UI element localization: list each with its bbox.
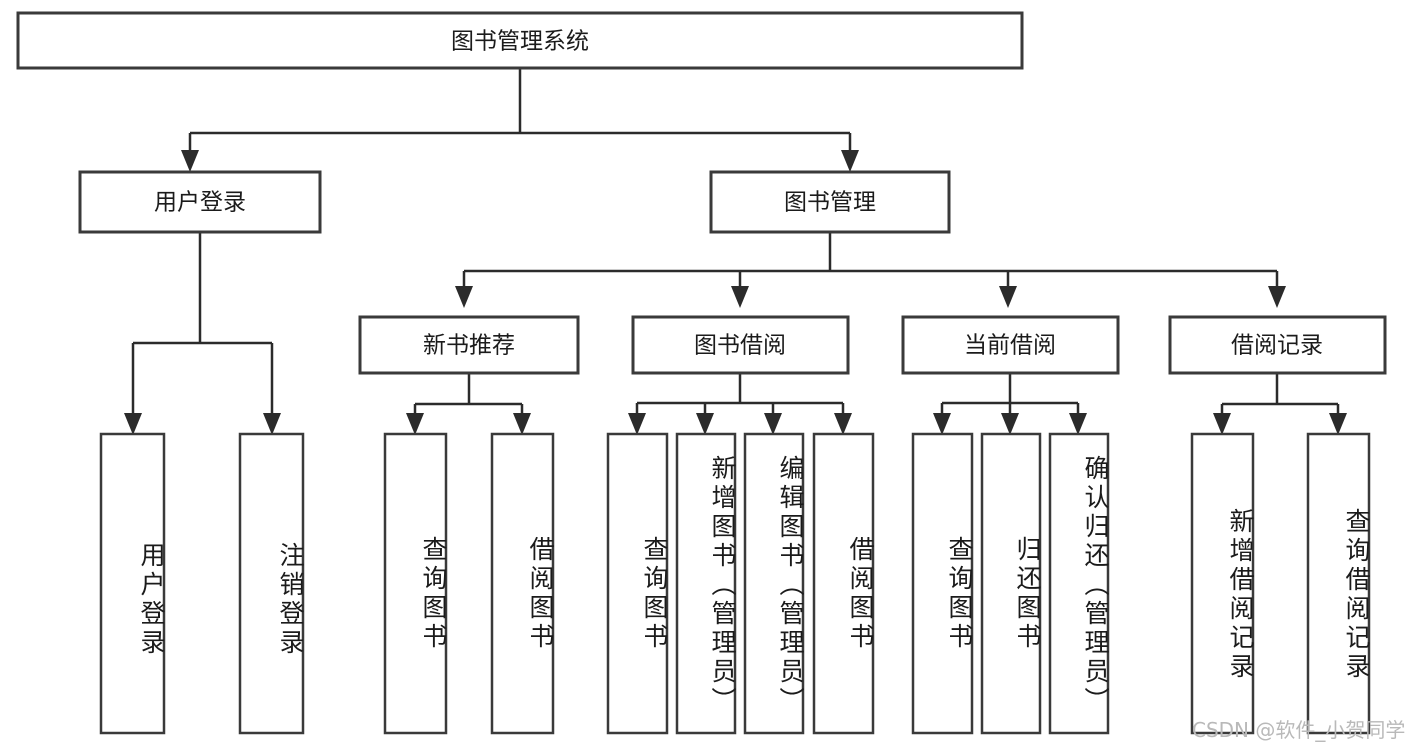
leaf-book-borrow-2[interactable] xyxy=(743,432,805,735)
connector-newbook-to-leaves xyxy=(406,373,531,435)
connector-userlogin-to-leaves xyxy=(124,232,281,435)
connector-currentborrow-to-leaves xyxy=(933,373,1087,435)
leaf-borrow-records-0[interactable] xyxy=(1190,432,1255,735)
leaf-new-book-1[interactable] xyxy=(490,432,555,735)
node-new-book-recommend[interactable]: 新书推荐 xyxy=(358,315,580,375)
connector-bookmgmt-to-level3 xyxy=(455,232,1286,308)
node-root-label: 图书管理系统 xyxy=(451,29,589,55)
leaf-user-login-0[interactable] xyxy=(99,432,166,735)
node-root[interactable]: 图书管理系统 xyxy=(16,11,1024,70)
leaf-current-borrow-0[interactable] xyxy=(911,432,974,735)
node-new-book-recommend-label: 新书推荐 xyxy=(423,333,515,359)
node-borrow-records[interactable]: 借阅记录 xyxy=(1168,315,1387,375)
csdn-watermark: CSDN @软件_小贺同学 xyxy=(1192,718,1405,742)
leaf-book-borrow-0[interactable] xyxy=(606,432,669,735)
node-book-management[interactable]: 图书管理 xyxy=(709,170,951,234)
leaf-user-login-1[interactable] xyxy=(238,432,305,735)
leaf-borrow-records-1[interactable] xyxy=(1306,432,1371,735)
node-book-management-label: 图书管理 xyxy=(784,190,876,216)
connector-borrowrecords-to-leaves xyxy=(1213,373,1347,435)
connector-bookborrow-to-leaves xyxy=(628,373,852,435)
leaf-current-borrow-1[interactable] xyxy=(980,432,1042,735)
node-borrow-records-label: 借阅记录 xyxy=(1231,333,1323,359)
leaf-current-borrow-2[interactable] xyxy=(1048,432,1110,735)
node-book-borrow[interactable]: 图书借阅 xyxy=(631,315,850,375)
node-current-borrow-label: 当前借阅 xyxy=(964,333,1056,359)
node-user-login[interactable]: 用户登录 xyxy=(78,170,322,234)
node-book-borrow-label: 图书借阅 xyxy=(694,333,786,359)
leaf-book-borrow-1[interactable] xyxy=(675,432,737,735)
leaf-new-book-0[interactable] xyxy=(383,432,448,735)
connector-root-to-level2 xyxy=(181,68,859,172)
node-current-borrow[interactable]: 当前借阅 xyxy=(901,315,1120,375)
node-user-login-label: 用户登录 xyxy=(154,190,246,216)
leaf-book-borrow-3[interactable] xyxy=(812,432,875,735)
